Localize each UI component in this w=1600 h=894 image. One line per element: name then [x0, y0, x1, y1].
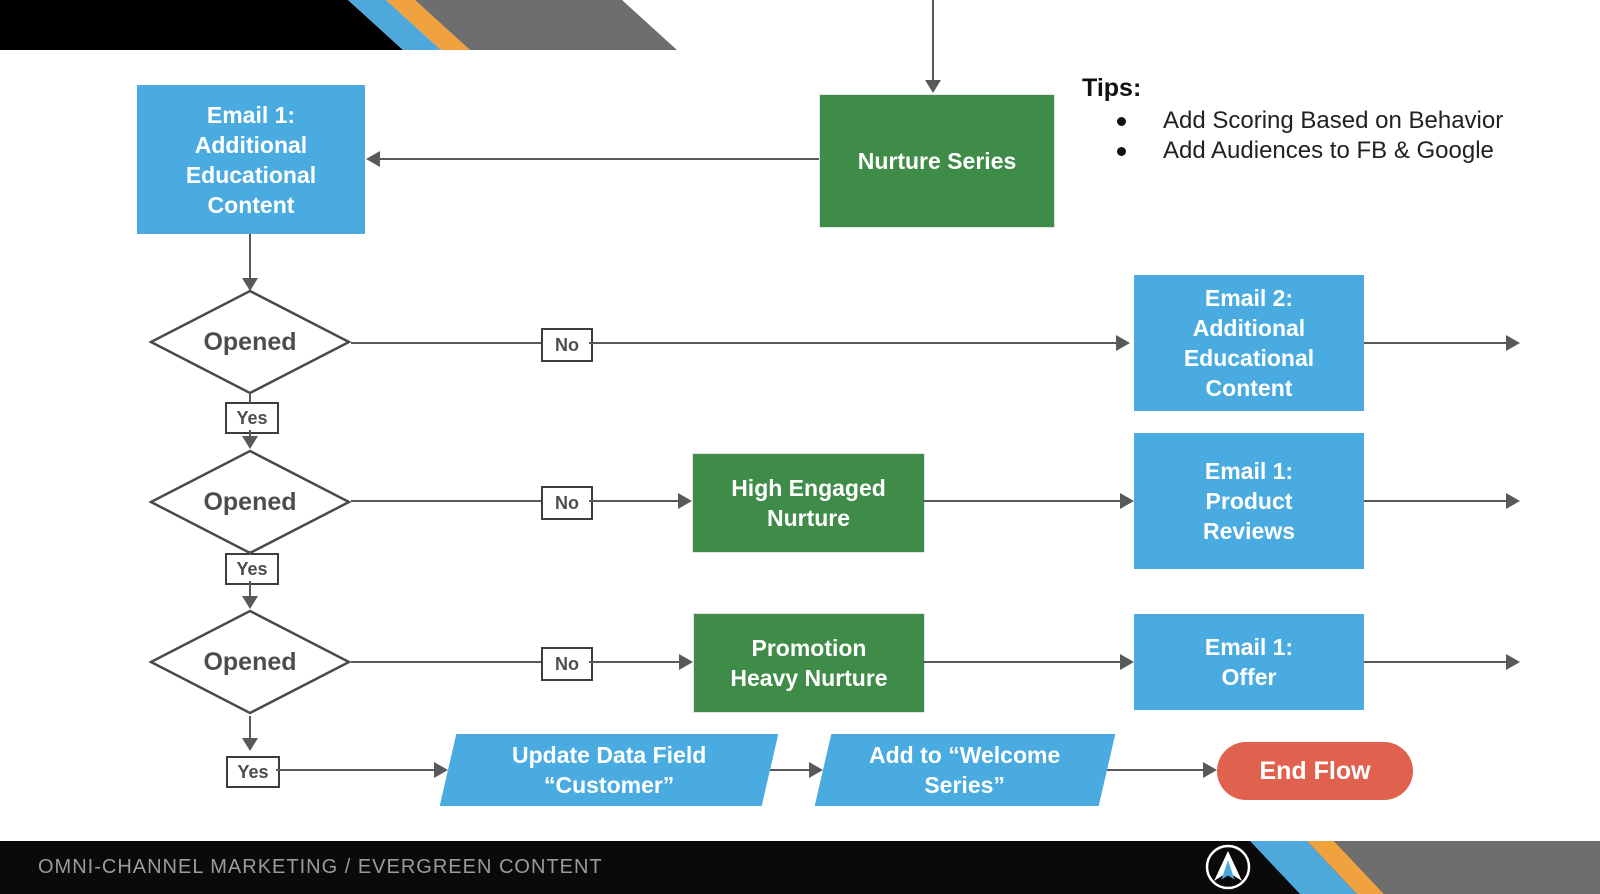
arrowhead-right-icon — [1506, 654, 1520, 670]
connector-opened1-to-no1 — [351, 342, 541, 344]
connector-yes2-to-opened3 — [249, 581, 251, 596]
arrowhead-right-icon — [809, 762, 823, 778]
node-label: End Flow — [1259, 757, 1371, 785]
tag-no-2: No — [541, 486, 593, 520]
decision-label: Opened — [203, 487, 297, 516]
footer-bar: OMNI-CHANNEL MARKETING / EVERGREEN CONTE… — [0, 841, 1600, 894]
connector-opened3-to-no3 — [351, 661, 541, 663]
arrowhead-right-icon — [434, 762, 448, 778]
connector-yes1-to-opened2 — [249, 430, 251, 438]
arrowhead-right-icon — [1203, 762, 1217, 778]
arrowhead-right-icon — [1120, 493, 1134, 509]
tip-text: Add Audiences to FB & Google — [1163, 137, 1494, 164]
node-label: High Engaged Nurture — [731, 475, 886, 531]
bullet-icon — [1117, 116, 1126, 126]
tag-yes-2: Yes — [225, 553, 279, 585]
connector-opened2-to-yes2 — [249, 551, 251, 555]
arrowhead-down-icon — [925, 80, 941, 93]
tag-no-3: No — [541, 647, 593, 681]
node-label: Email 1: Additional Educational Content — [185, 101, 317, 218]
decision-opened-3: Opened — [148, 608, 352, 716]
node-label: Email 2: Additional Educational Content — [1183, 285, 1315, 401]
tag-yes-3: Yes — [226, 756, 280, 788]
arrowhead-down-icon — [242, 738, 258, 751]
arrowhead-right-icon — [1120, 654, 1134, 670]
arrowhead-down-icon — [242, 436, 258, 449]
node-end-flow: End Flow — [1217, 742, 1413, 800]
node-high-engaged-nurture: High Engaged Nurture — [692, 453, 925, 553]
node-label: Nurture Series — [857, 148, 1017, 174]
connector-high-engaged-to-product — [923, 500, 1120, 502]
decision-opened-1: Opened — [148, 288, 352, 396]
connector-opened2-to-no2 — [351, 500, 541, 502]
connector-welcome-to-end-flow — [1107, 769, 1203, 771]
tips-list: Add Scoring Based on Behavior Add Audien… — [1086, 106, 1503, 166]
connector-opened1-to-yes1 — [249, 393, 251, 403]
node-label: Email 1: Product Reviews — [1202, 458, 1296, 544]
arrowhead-right-icon — [1506, 493, 1520, 509]
arrowhead-down-icon — [242, 278, 258, 291]
tip-item: Add Scoring Based on Behavior — [1086, 106, 1503, 136]
tips-heading: Tips: — [1082, 74, 1142, 102]
arrowhead-down-icon — [242, 596, 258, 609]
connector-promotion-to-offer — [923, 661, 1120, 663]
node-label: Add to “Welcome Series” — [869, 742, 1061, 798]
tip-item: Add Audiences to FB & Google — [1086, 136, 1503, 166]
node-update-data-field-customer: Update Data Field “Customer” — [439, 734, 779, 806]
node-email2-additional-educational-content: Email 2: Additional Educational Content — [1134, 275, 1364, 411]
node-email1-offer: Email 1: Offer — [1134, 614, 1364, 710]
tag-yes-1: Yes — [225, 402, 279, 434]
node-email1-additional-educational-content: Email 1: Additional Educational Content — [137, 85, 365, 234]
connector-opened3-to-yes3 — [249, 716, 251, 738]
brand-logo-icon — [1205, 844, 1251, 890]
arrowhead-right-icon — [1506, 335, 1520, 351]
connector-nurture-to-email1 — [380, 158, 819, 160]
connector-top-into-nurture — [932, 0, 934, 80]
diamond-shape — [148, 609, 352, 715]
connector-email1-to-opened1 — [249, 234, 251, 278]
node-promotion-heavy-nurture: Promotion Heavy Nurture — [693, 613, 925, 713]
connector-no3-to-promotion — [589, 661, 679, 663]
connector-yes3-to-update-field — [276, 769, 434, 771]
decision-label: Opened — [203, 327, 297, 356]
connector-product-out — [1364, 500, 1506, 502]
node-email1-product-reviews: Email 1: Product Reviews — [1134, 433, 1364, 569]
connector-offer-out — [1364, 661, 1506, 663]
decision-label: Opened — [203, 647, 297, 676]
tag-no-1: No — [541, 328, 593, 362]
node-label: Promotion Heavy Nurture — [730, 635, 888, 691]
node-nurture-series: Nurture Series — [819, 94, 1055, 228]
tip-text: Add Scoring Based on Behavior — [1163, 107, 1504, 134]
node-label: Update Data Field “Customer” — [511, 742, 707, 798]
connector-email2-out — [1364, 342, 1506, 344]
footer-caption: OMNI-CHANNEL MARKETING / EVERGREEN CONTE… — [38, 856, 603, 878]
arrowhead-left-icon — [366, 151, 380, 167]
arrowhead-right-icon — [679, 654, 693, 670]
bullet-icon — [1117, 146, 1126, 156]
connector-no2-to-high-engaged — [589, 500, 678, 502]
top-banner-decoration — [0, 0, 677, 50]
arrowhead-right-icon — [678, 493, 692, 509]
connector-update-field-to-welcome — [770, 769, 809, 771]
node-label: Email 1: Offer — [1204, 634, 1294, 690]
decision-opened-2: Opened — [148, 448, 352, 556]
node-add-to-welcome-series: Add to “Welcome Series” — [814, 734, 1116, 806]
arrowhead-right-icon — [1116, 335, 1130, 351]
connector-no1-to-email2 — [589, 342, 1116, 344]
